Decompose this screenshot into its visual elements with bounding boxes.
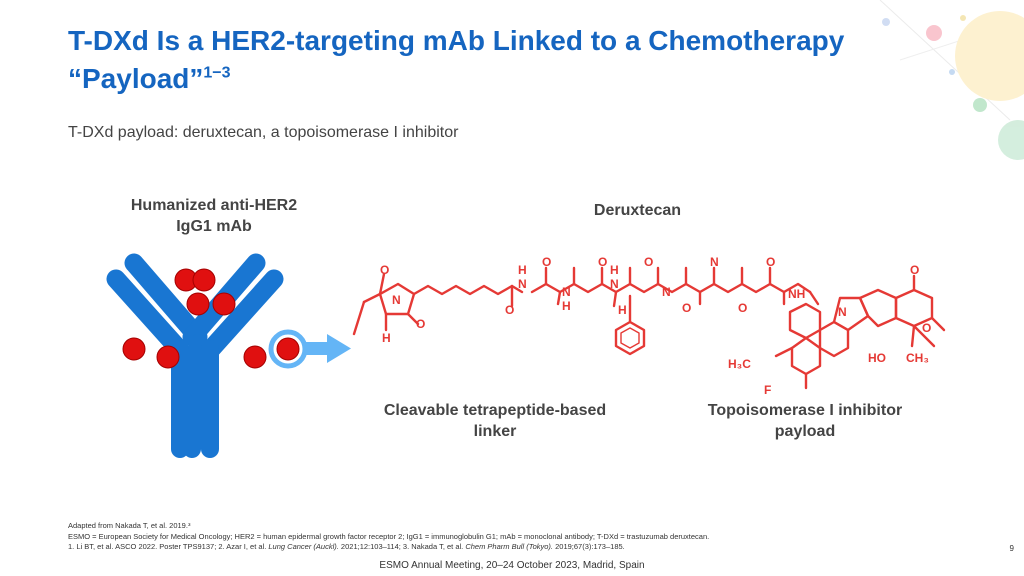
atom-label: N [838, 305, 847, 319]
atom-label: H [610, 263, 619, 277]
antibody-label: Humanized anti-HER2 IgG1 mAb [104, 195, 324, 237]
atom-label: HO [868, 351, 886, 365]
payload-label-line2: payload [774, 423, 836, 440]
drug-molecule [186, 292, 210, 316]
footnotes: Adapted from Nakada T, et al. 2019.³ ESM… [68, 521, 968, 553]
ref-journal: Chem Pharm Bull (Tokyo). [465, 542, 554, 551]
atom-label: N [710, 255, 719, 269]
footnote-references: 1. Li BT, et al. ASCO 2022. Poster TPS91… [68, 542, 968, 553]
drug-molecule-highlighted [276, 337, 300, 361]
atom-label: O [922, 321, 931, 335]
atom-label: N [610, 277, 619, 291]
atom-label: H [518, 263, 527, 277]
atom-label: N [562, 285, 571, 299]
drug-molecule [192, 268, 216, 292]
drug-molecule [243, 345, 267, 369]
antibody-label-line2: IgG1 mAb [176, 218, 252, 235]
drug-molecule [212, 292, 236, 316]
drug-molecule [156, 345, 180, 369]
atom-label: H [562, 299, 571, 313]
meeting-footer: ESMO Annual Meeting, 20–24 October 2023,… [379, 560, 645, 571]
atom-label: O [910, 263, 919, 277]
atom-label: F [764, 383, 771, 397]
linker-label-line1: Cleavable tetrapeptide-based [383, 402, 607, 419]
ref-text: 2019;67(3):173–185. [553, 542, 625, 551]
footnote-adapted: Adapted from Nakada T, et al. 2019.³ [68, 521, 191, 530]
slide-subtitle: T-DXd payload: deruxtecan, a topoisomera… [68, 124, 459, 141]
drug-molecule [122, 337, 146, 361]
title-superscript: 1−3 [203, 64, 231, 82]
atom-label: O [682, 301, 691, 315]
ref-text: 1. Li BT, et al. ASCO 2022. Poster TPS91… [68, 542, 269, 551]
page-number: 9 [1009, 544, 1014, 553]
deruxtecan-label: Deruxtecan [593, 202, 682, 219]
antibody-label-line1: Humanized anti-HER2 [130, 197, 298, 214]
atom-label: O [644, 255, 653, 269]
atom-label: NH [788, 287, 805, 301]
right-arrow [305, 334, 351, 363]
atom-label: H [618, 303, 627, 317]
atom-label: O [416, 317, 425, 331]
atom-label: CH₃ [906, 351, 929, 365]
atom-label: O [738, 301, 747, 315]
atom-label: N [518, 277, 527, 291]
linker-label-line2: linker [473, 423, 517, 440]
page-title: T-DXd Is a HER2-targeting mAb Linked to … [68, 22, 928, 98]
atom-label: O [380, 263, 389, 277]
atom-label: O [505, 303, 514, 317]
deruxtecan-structure: O O N H O H N O N H O H N O H N O N O O … [352, 255, 946, 397]
atom-label: N [662, 285, 671, 299]
atom-label: H [382, 331, 391, 345]
drug-molecules [122, 268, 308, 369]
atom-label: O [766, 255, 775, 269]
atom-label: O [542, 255, 551, 269]
page-title-text: T-DXd Is a HER2-targeting mAb Linked to … [68, 25, 845, 94]
payload-label-line1: Topoisomerase I inhibitor [707, 402, 903, 419]
footnote-abbreviations: ESMO = European Society for Medical Onco… [68, 531, 710, 541]
atom-label: H₃C [728, 357, 751, 371]
linker-label: Cleavable tetrapeptide-based linker [360, 400, 630, 442]
ref-journal: Lung Cancer (Auckl). [268, 542, 339, 551]
antibody-diagram [106, 253, 308, 458]
payload-label: Topoisomerase I inhibitor payload [690, 400, 920, 442]
atom-label: O [598, 255, 607, 269]
atom-label: N [392, 293, 401, 307]
ref-text: 2021;12:103–114; 3. Nakada T, et al. [338, 542, 466, 551]
